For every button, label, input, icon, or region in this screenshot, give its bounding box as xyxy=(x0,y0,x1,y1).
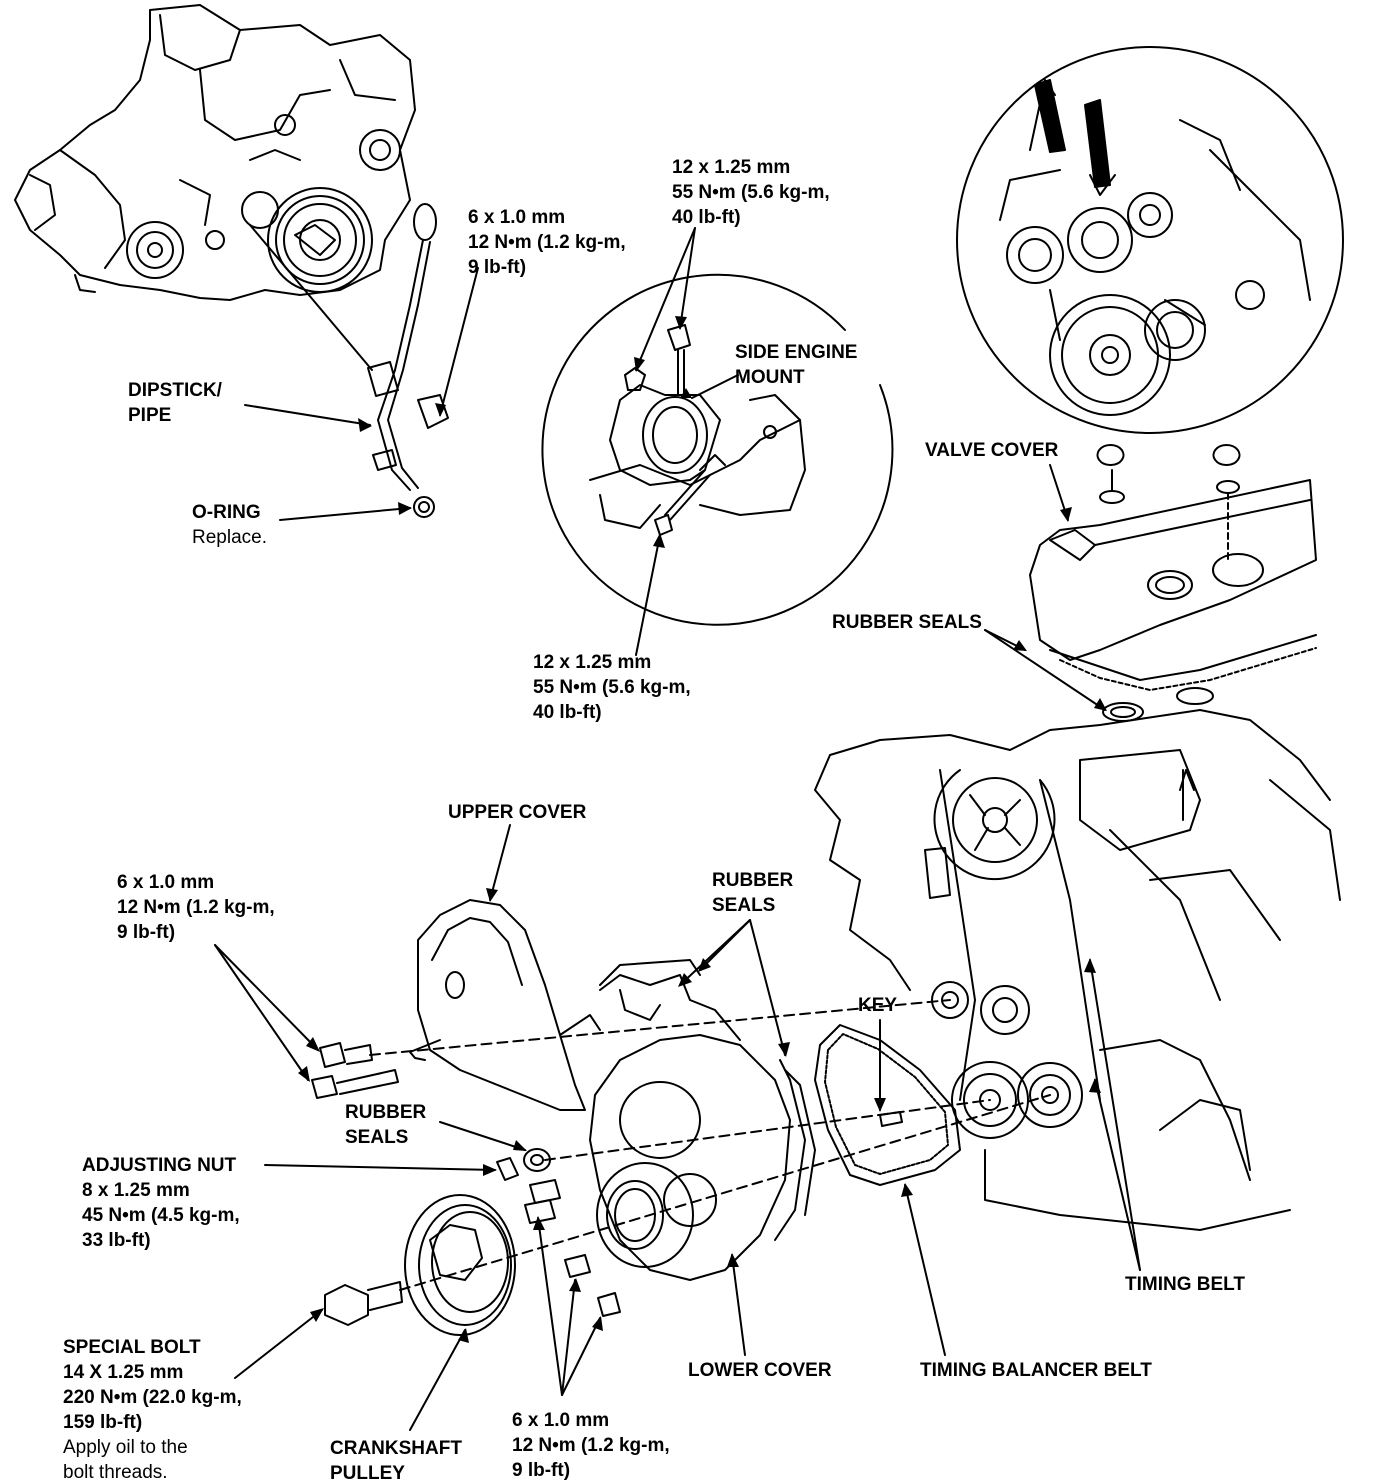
label-line: 9 lb-ft) xyxy=(117,922,176,943)
label-line: 55 N•m (5.6 kg-m, xyxy=(533,677,691,698)
label-side-engine-mount: SIDE ENGINE MOUNT xyxy=(735,340,857,390)
label-crankshaft-pulley: CRANKSHAFT PULLEY xyxy=(330,1436,462,1484)
label-dipstick-bolt-spec: 6 x 1.0 mm 12 N•m (1.2 kg-m, 9 lb-ft) xyxy=(468,205,626,280)
dipstick-pipe-drawing xyxy=(249,203,449,518)
engine-overview-drawing xyxy=(14,4,416,301)
label-key: KEY xyxy=(858,993,897,1018)
label-line: RUBBER xyxy=(345,1102,427,1123)
label-line: 12 N•m (1.2 kg-m, xyxy=(512,1435,670,1456)
label-mount-top-bolt-spec: 12 x 1.25 mm 55 N•m (5.6 kg-m, 40 lb-ft) xyxy=(672,155,830,230)
label-line: SEALS xyxy=(712,895,776,916)
label-timing-balancer-belt: TIMING BALANCER BELT xyxy=(920,1358,1152,1383)
upper-cover-drawing xyxy=(409,899,601,1111)
label-special-bolt: SPECIAL BOLT 14 X 1.25 mm 220 N•m (22.0 … xyxy=(63,1335,242,1484)
label-adjusting-nut: ADJUSTING NUT 8 x 1.25 mm 45 N•m (4.5 kg… xyxy=(82,1153,240,1253)
label-rubber-seals-valve-cover: RUBBER SEALS xyxy=(832,610,982,635)
label-upper-cover-bolt-spec: 6 x 1.0 mm 12 N•m (1.2 kg-m, 9 lb-ft) xyxy=(117,870,275,945)
label-line: PULLEY xyxy=(330,1463,405,1484)
label-line: 12 x 1.25 mm xyxy=(533,652,652,673)
label-line: 12 N•m (1.2 kg-m, xyxy=(117,897,275,918)
timing-balancer-belt-drawing xyxy=(814,1024,961,1186)
leader-lines xyxy=(214,227,1141,1431)
label-line: PIPE xyxy=(128,405,172,426)
label-line: 14 X 1.25 mm xyxy=(63,1362,184,1383)
label-o-ring: O-RING Replace. xyxy=(192,500,267,550)
label-line: RUBBER SEALS xyxy=(832,612,982,633)
fasteners-drawing xyxy=(311,959,1051,1336)
label-line: SPECIAL BOLT xyxy=(63,1337,201,1358)
label-special-bolt-note: bolt threads. xyxy=(63,1462,168,1483)
label-line: UPPER COVER xyxy=(448,802,587,823)
label-line: LOWER COVER xyxy=(688,1360,832,1381)
label-line: 6 x 1.0 mm xyxy=(117,872,215,893)
arrow-heads xyxy=(298,316,1107,1343)
label-mount-bottom-bolt-spec: 12 x 1.25 mm 55 N•m (5.6 kg-m, 40 lb-ft) xyxy=(533,650,691,725)
label-upper-cover: UPPER COVER xyxy=(448,800,586,825)
label-line: 45 N•m (4.5 kg-m, xyxy=(82,1205,240,1226)
label-line: 159 lb-ft) xyxy=(63,1412,143,1433)
label-line: SIDE ENGINE xyxy=(735,342,858,363)
label-line: 6 x 1.0 mm xyxy=(512,1410,610,1431)
side-engine-mount-detail xyxy=(541,273,894,626)
lower-cover-drawing xyxy=(589,974,816,1281)
label-rubber-seals-middle: RUBBER SEALS xyxy=(712,868,793,918)
label-lower-cover: LOWER COVER xyxy=(688,1358,832,1383)
label-line: 9 lb-ft) xyxy=(468,257,527,278)
label-o-ring-note: Replace. xyxy=(192,527,267,548)
label-line: KEY xyxy=(858,995,898,1016)
label-line: RUBBER xyxy=(712,870,794,891)
label-line: VALVE COVER xyxy=(925,440,1059,461)
label-line: ADJUSTING NUT xyxy=(82,1155,237,1176)
label-line: 12 N•m (1.2 kg-m, xyxy=(468,232,626,253)
label-line: 12 x 1.25 mm xyxy=(672,157,791,178)
label-lower-cover-bolt-spec: 6 x 1.0 mm 12 N•m (1.2 kg-m, 9 lb-ft) xyxy=(512,1408,670,1483)
label-special-bolt-note: Apply oil to the xyxy=(63,1437,188,1458)
label-valve-cover: VALVE COVER xyxy=(925,438,1058,463)
label-line: 55 N•m (5.6 kg-m, xyxy=(672,182,830,203)
tensioner-detail-circle xyxy=(956,46,1344,434)
label-line: DIPSTICK/ xyxy=(128,380,222,401)
label-dipstick-pipe: DIPSTICK/ PIPE xyxy=(128,378,222,428)
label-line: 8 x 1.25 mm xyxy=(82,1180,190,1201)
label-rubber-seals-left: RUBBER SEALS xyxy=(345,1100,426,1150)
label-line: TIMING BALANCER BELT xyxy=(920,1360,1152,1381)
label-line: 40 lb-ft) xyxy=(533,702,602,723)
label-line: 40 lb-ft) xyxy=(672,207,741,228)
label-line: SEALS xyxy=(345,1127,409,1148)
label-line: MOUNT xyxy=(735,367,805,388)
label-line: CRANKSHAFT xyxy=(330,1438,462,1459)
label-line: 33 lb-ft) xyxy=(82,1230,151,1251)
valve-cover-drawing xyxy=(1029,444,1317,722)
label-timing-belt: TIMING BELT xyxy=(1125,1272,1245,1297)
label-line: TIMING BELT xyxy=(1125,1274,1245,1295)
label-line: 6 x 1.0 mm xyxy=(468,207,566,228)
label-line: 220 N•m (22.0 kg-m, xyxy=(63,1387,242,1408)
label-line: 9 lb-ft) xyxy=(512,1460,571,1481)
engine-block-drawing xyxy=(814,709,1341,1231)
label-line: O-RING xyxy=(192,502,261,523)
